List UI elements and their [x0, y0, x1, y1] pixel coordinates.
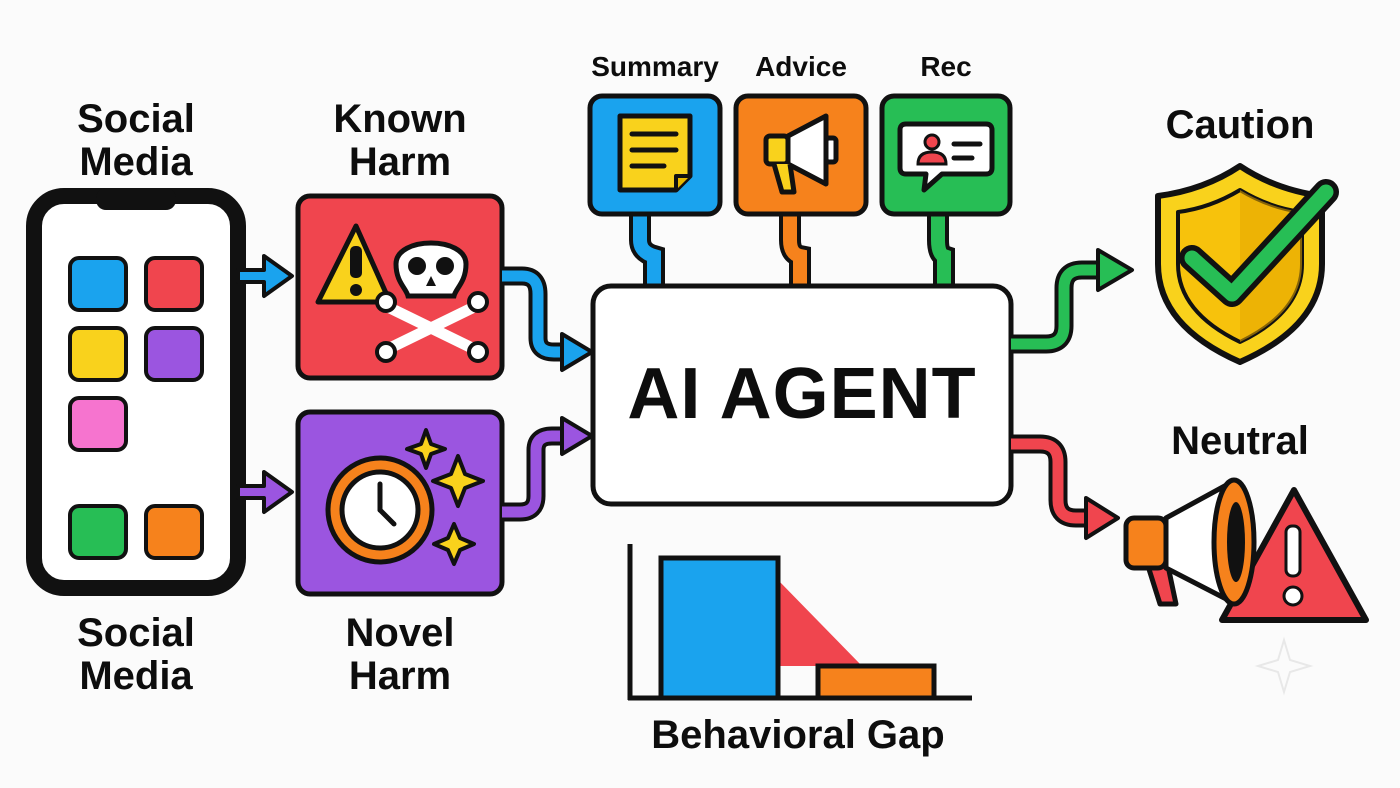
rec-task-box [879, 93, 1013, 284]
novel-harm-label: Novel Harm [345, 611, 455, 699]
arrow-novel-harm-to-agent [502, 416, 594, 522]
arrow-known-harm-to-agent [502, 266, 594, 372]
skull-crossbones-icon [375, 240, 489, 363]
social-media-top-label: Social Media [77, 97, 195, 185]
arrow-agent-to-neutral [1011, 434, 1120, 540]
app-tile-green [68, 504, 128, 560]
app-tile-purple [144, 326, 204, 382]
novel-harm-box [295, 409, 505, 597]
ai-agent-label: AI AGENT [627, 354, 977, 434]
note-icon [617, 113, 693, 193]
summary-task-box [587, 93, 723, 284]
social-media-bottom-label: Social Media [77, 611, 195, 699]
profile-card-icon [897, 121, 995, 193]
rec-task-label: Rec [920, 51, 972, 82]
known-harm-label: Known Harm [333, 97, 467, 185]
neutral-label: Neutral [1171, 419, 1309, 463]
app-tile-orange [144, 504, 204, 560]
app-tile-red [144, 256, 204, 312]
shield-check-icon [1155, 163, 1339, 365]
caution-label: Caution [1165, 103, 1315, 147]
gap-bar-low [815, 663, 937, 701]
known-harm-box [295, 193, 505, 381]
advice-task-label: Advice [755, 51, 847, 82]
warning-triangle-icon [315, 223, 393, 305]
app-tile-yellow [68, 326, 128, 382]
app-tile-pink [68, 396, 128, 452]
behavioral-gap-chart [627, 544, 972, 701]
summary-task-label: Summary [591, 51, 719, 82]
arrow-phone-to-novel-harm [236, 470, 294, 514]
arrow-agent-to-caution [1011, 248, 1134, 354]
behavioral-gap-label: Behavioral Gap [651, 713, 945, 757]
gap-bar-high [658, 555, 781, 701]
app-tile-blue [68, 256, 128, 312]
phone-icon [26, 188, 246, 596]
advice-task-box [733, 93, 869, 284]
ai-agent-box [590, 283, 1014, 507]
clock-icon [325, 455, 435, 565]
sparkle-watermark-icon [1254, 636, 1314, 696]
arrow-phone-to-known-harm [236, 254, 294, 298]
megaphone-warning-icon [1123, 477, 1369, 623]
gap-wedge [778, 580, 862, 666]
megaphone-icon [763, 113, 839, 195]
sparkle-icon [405, 428, 485, 566]
